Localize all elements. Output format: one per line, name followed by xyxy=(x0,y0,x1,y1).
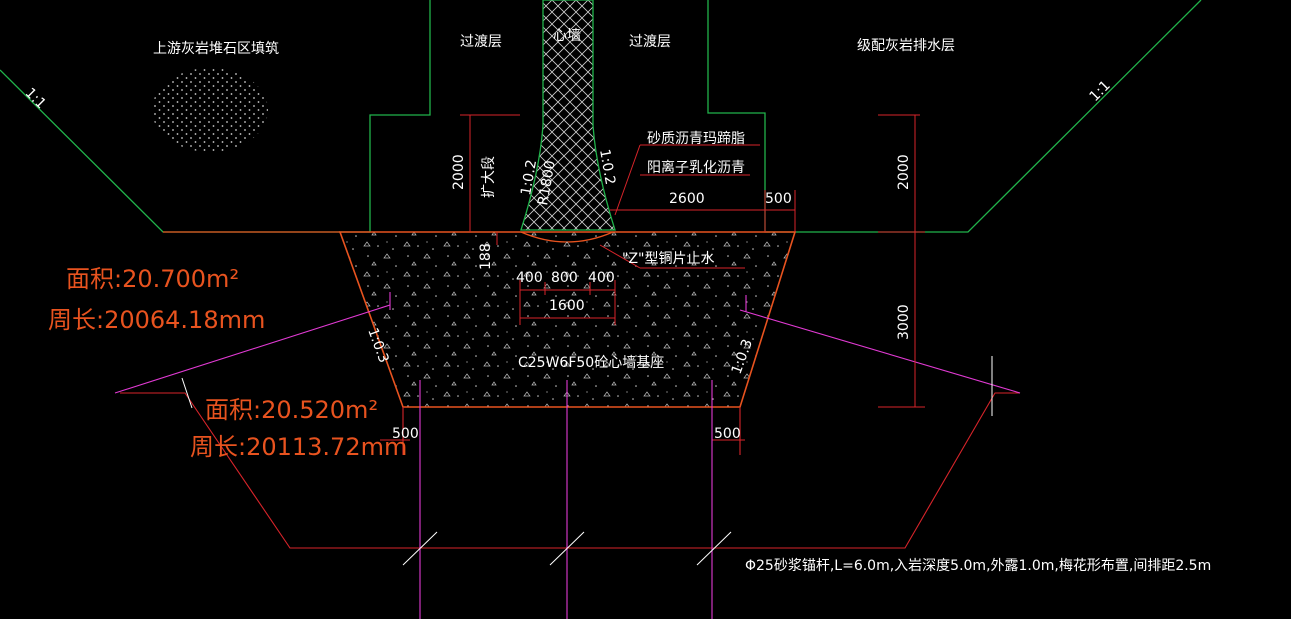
dim-2000-left: 2000 xyxy=(451,154,467,190)
dam-profile xyxy=(0,0,1202,233)
excavation-outline xyxy=(120,392,1020,549)
anchor-note: Φ25砂浆锚杆,L=6.0m,入岩深度5.0m,外露1.0m,梅花形布置,间排距… xyxy=(745,558,1211,574)
area-readout-1[interactable]: 面积:20.700m² xyxy=(66,265,239,293)
core-slope-left-label: 1:0.2 xyxy=(518,159,540,197)
dim-2000-right: 2000 xyxy=(896,154,912,190)
dim-500-bottom-left: 500 xyxy=(392,426,419,442)
magenta-leader-right[interactable] xyxy=(739,309,1021,394)
core-slope-right-label: 1:0.2 xyxy=(596,148,618,186)
area-readout-2[interactable]: 面积:20.520m² xyxy=(205,396,378,424)
dimension-lines xyxy=(460,114,925,408)
dim-2600: 2600 xyxy=(669,191,705,207)
perimeter-readout-2[interactable]: 周长:20113.72mm xyxy=(190,433,407,461)
asphalt-mastic-label: 砂质沥青玛蹄脂 xyxy=(647,130,745,147)
drain-layer-label: 级配灰岩排水层 xyxy=(857,38,955,54)
leader-waterstop[interactable] xyxy=(599,244,641,269)
dim-400-right: 400 xyxy=(588,270,615,286)
dim-500-bottom-right: 500 xyxy=(714,426,741,442)
dim-400-left: 400 xyxy=(516,270,543,286)
dim-3000: 3000 xyxy=(896,304,912,340)
copper-waterstop-label: "Z"型铜片止水 xyxy=(622,251,714,267)
transition-right-label: 过渡层 xyxy=(629,34,671,50)
slope-right-label: 1:1 xyxy=(1087,78,1114,105)
excavation-line[interactable] xyxy=(120,392,1020,549)
expansion-section-label: 扩大段 xyxy=(481,156,497,198)
rockfill-hatch xyxy=(152,68,268,152)
downstream-slope-line[interactable] xyxy=(707,0,1202,233)
upstream-fill-label: 上游灰岩堆石区填筑 xyxy=(153,41,279,57)
core-wall-hatch[interactable] xyxy=(520,0,616,231)
tick-marks xyxy=(181,356,993,566)
dim-800: 800 xyxy=(551,270,578,286)
anchor-lines xyxy=(114,292,1021,619)
leader-asphalt-1[interactable] xyxy=(614,144,641,216)
perimeter-readout-1[interactable]: 周长:20064.18mm xyxy=(48,306,265,334)
base-name-label: C25W6F50砼心墙基座 xyxy=(518,354,664,371)
radius-label: R1800 xyxy=(535,159,559,206)
transition-left-label: 过渡层 xyxy=(460,34,502,50)
dim-188: 188 xyxy=(478,243,494,270)
cationic-asphalt-label: 阳离子乳化沥青 xyxy=(647,159,745,176)
magenta-leader-left[interactable] xyxy=(114,304,391,394)
slope-left-label: 1:1 xyxy=(22,85,49,112)
core-wall-label: 心墙 xyxy=(553,28,581,44)
upstream-slope-line[interactable] xyxy=(0,0,431,233)
dim-1600: 1600 xyxy=(549,298,585,314)
dim-500-top: 500 xyxy=(765,191,792,207)
